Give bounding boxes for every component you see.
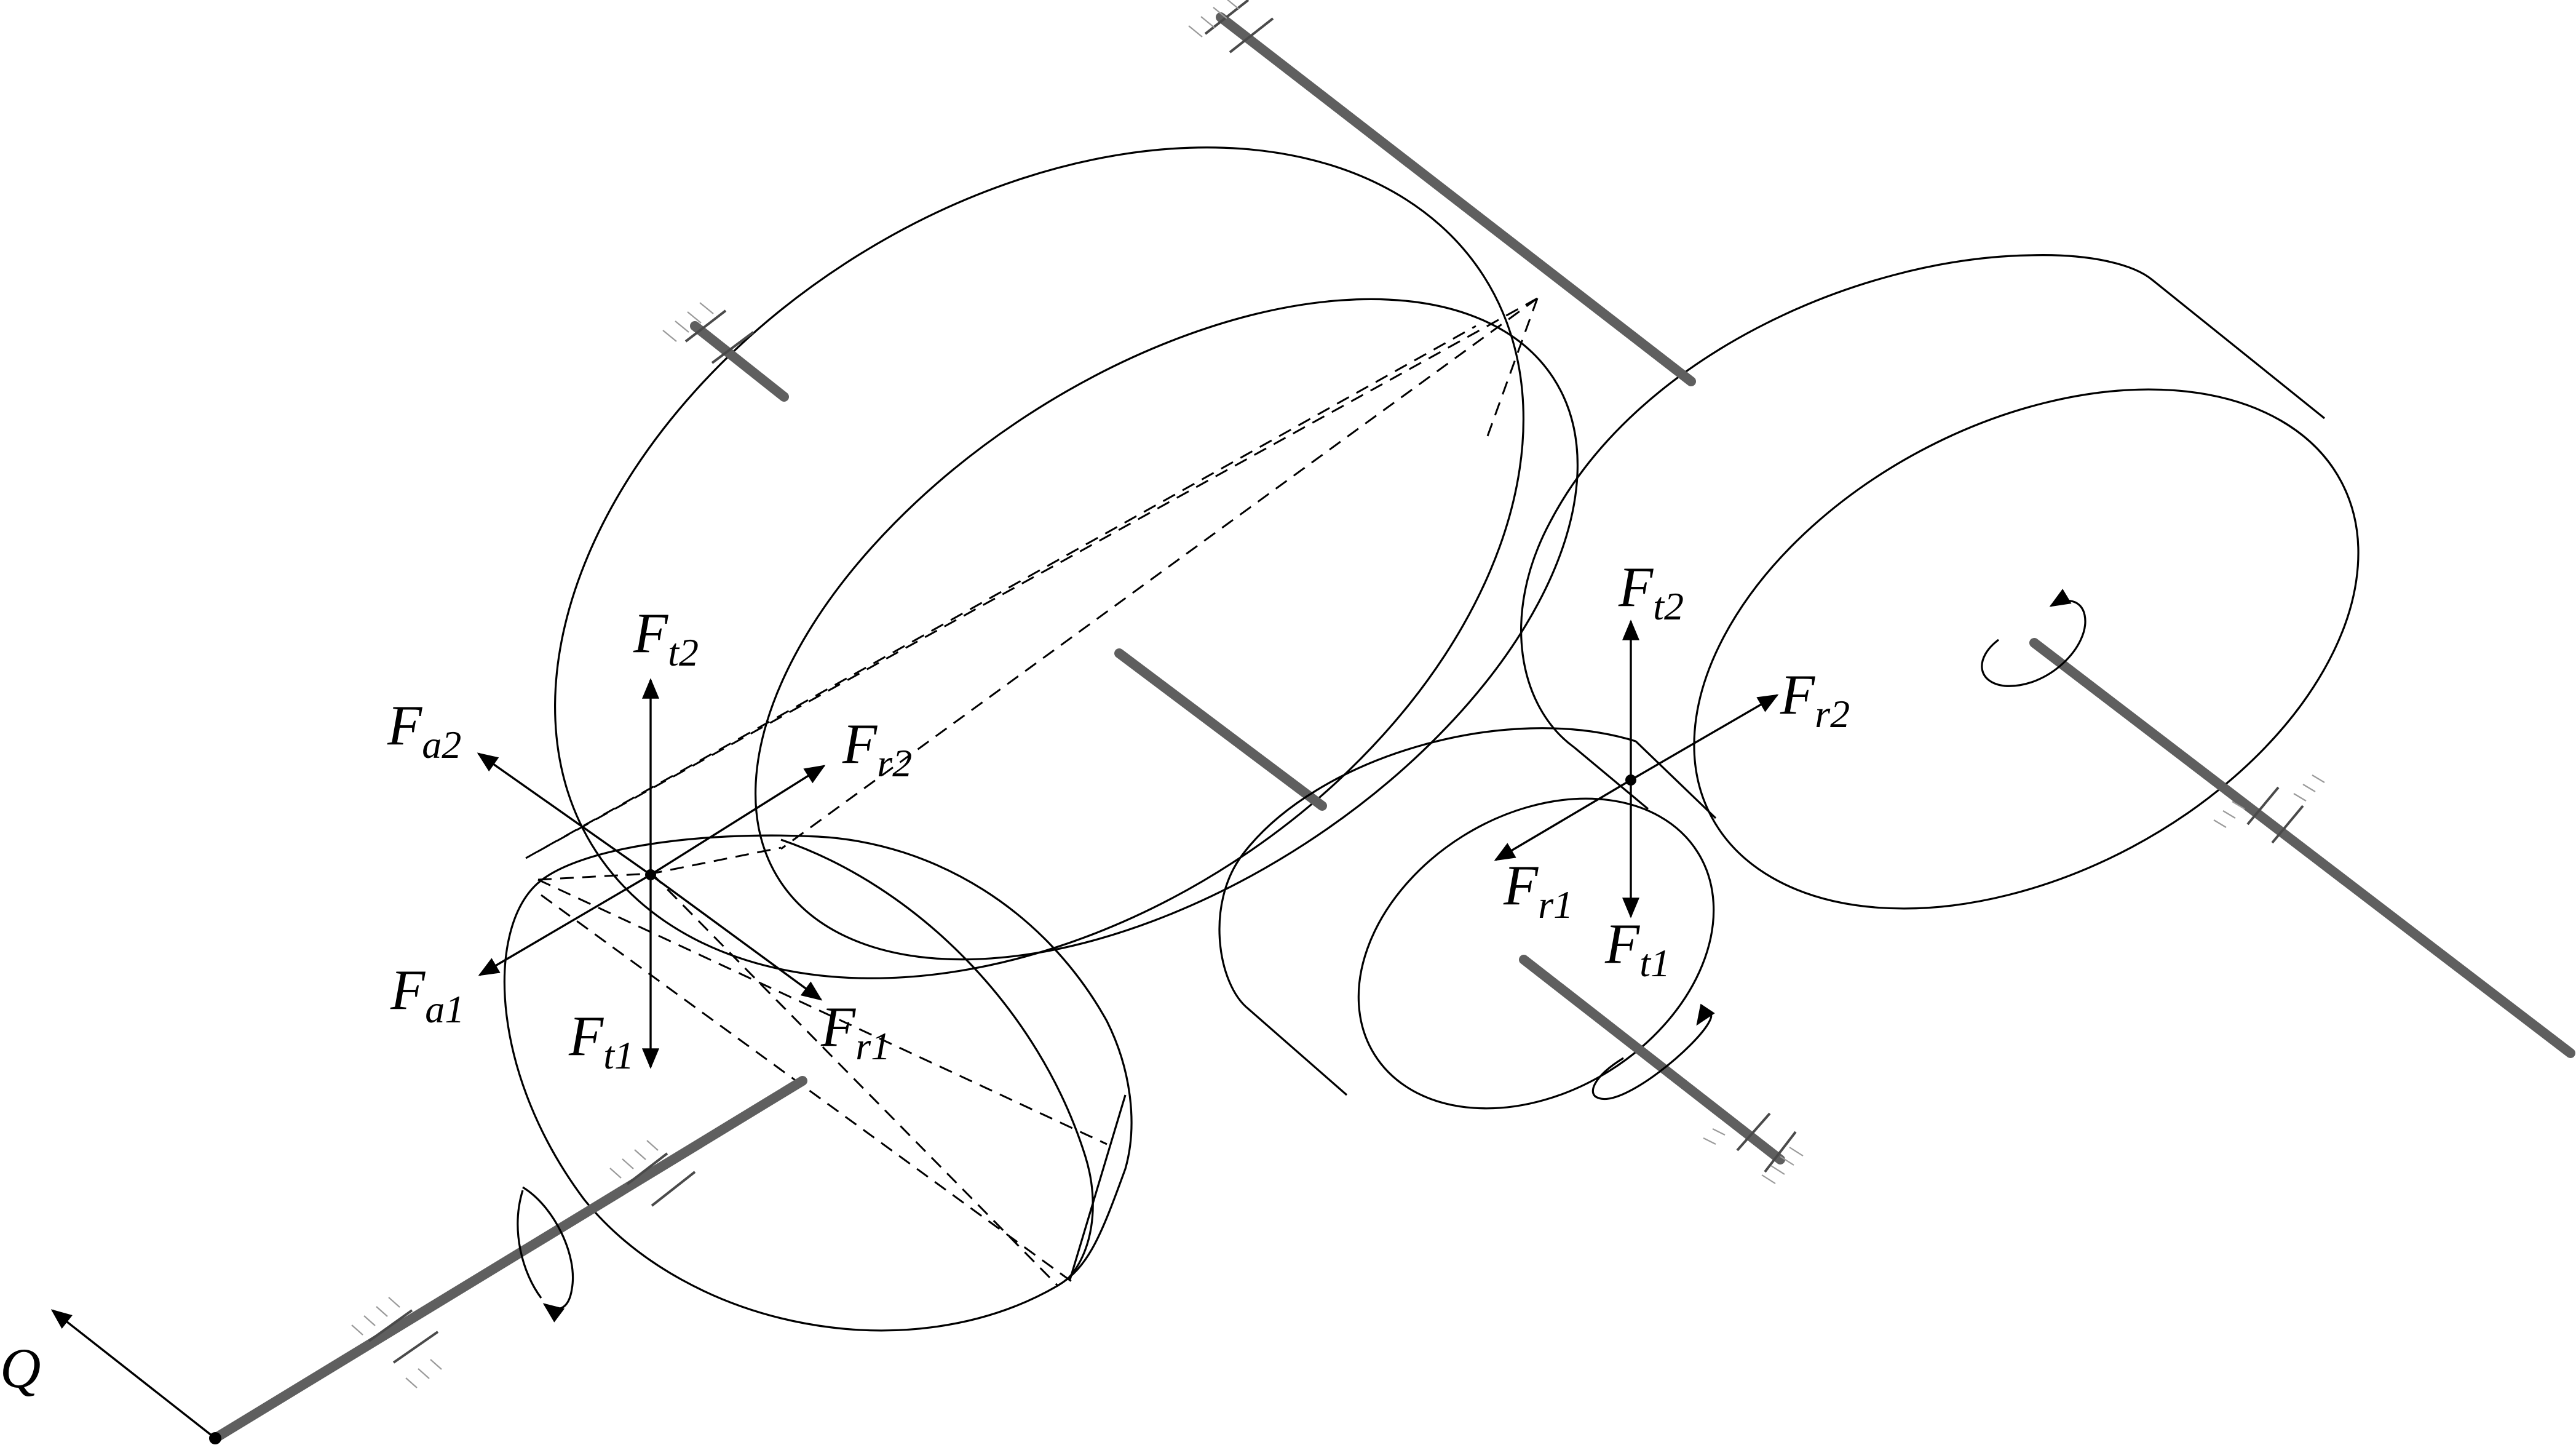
large-bevel-gear-back-face: [554, 146, 1524, 979]
spur-fr2-arrow: [1630, 694, 1779, 781]
bevel-fa2-arrow: [477, 752, 651, 876]
top-shaft: [1216, 12, 1696, 386]
bevel-fr1-label: Fr1: [820, 995, 890, 1068]
bevel-fr2-label: Fr2: [842, 712, 912, 785]
bearing-upper-left: [662, 302, 755, 364]
bearing-input-left: [351, 1297, 442, 1388]
small-spur-gear: [1218, 727, 1717, 1110]
bevel-gear-shaft: [1114, 648, 1327, 811]
spur-ft2-label: Ft2: [1618, 555, 1684, 628]
small-spur-gear-front-face: [1357, 797, 1715, 1110]
large-spur-gear-back-face: [1520, 254, 2326, 749]
spur-fr1-arrow: [1494, 779, 1631, 861]
small-spur-rotation-icon: [1591, 1003, 1715, 1101]
large-bevel-gear: [525, 146, 1579, 979]
input-rotation-icon: [522, 1186, 574, 1323]
bearing-top: [1188, 0, 1274, 54]
bevel-ft2-label: Ft2: [633, 602, 699, 674]
bevel-pinion-inner-edge: [780, 838, 1094, 1281]
bevel-mesh-forces: [477, 678, 826, 1069]
bevel-fr1-arrow: [649, 874, 823, 1001]
bearing-output: [2213, 774, 2325, 844]
upper-left-shaft-stub: [690, 321, 789, 402]
bearing-small-spur: [1703, 1112, 1804, 1184]
bevel-fa2-label: Fa2: [387, 694, 461, 766]
q-load-label: Q: [0, 1337, 41, 1399]
large-spur-gear: [1520, 254, 2360, 910]
output-shaft: [2029, 638, 2575, 1058]
large-bevel-gear-hidden-cone-edge: [525, 297, 1539, 859]
bevel-fr2-arrow: [650, 765, 826, 876]
bevel-pinion-back-cone: [1069, 1094, 1127, 1280]
large-bevel-gear-front-face: [755, 298, 1579, 961]
spur-fr2-label: Fr2: [1780, 663, 1850, 736]
spur-fr1-label: Fr1: [1503, 854, 1573, 926]
bevel-pinion: [503, 834, 1133, 1332]
output-rotation-icon: [1981, 589, 2087, 687]
small-spur-shaft: [1519, 955, 1785, 1164]
spur-mesh-forces: [1494, 619, 1779, 918]
q-load-arrow: [50, 1309, 216, 1439]
bevel-ft1-label: Ft1: [568, 1005, 634, 1077]
input-rotation-icon-back: [517, 1190, 542, 1299]
bevel-fa1-arrow: [478, 874, 651, 976]
small-spur-gear-body: [1218, 727, 1636, 1096]
bearing-input-right: [609, 1140, 696, 1207]
bevel-fa1-label: Fa1: [390, 958, 464, 1031]
input-shaft: [210, 1076, 807, 1443]
small-spur-gear-top-edge: [1635, 740, 1717, 819]
bevel-pinion-body: [503, 834, 1133, 1332]
large-spur-gear-front-face: [1693, 388, 2360, 910]
spur-ft1-label: Ft1: [1604, 912, 1670, 985]
large-spur-gear-lower-edge: [1573, 746, 1649, 810]
